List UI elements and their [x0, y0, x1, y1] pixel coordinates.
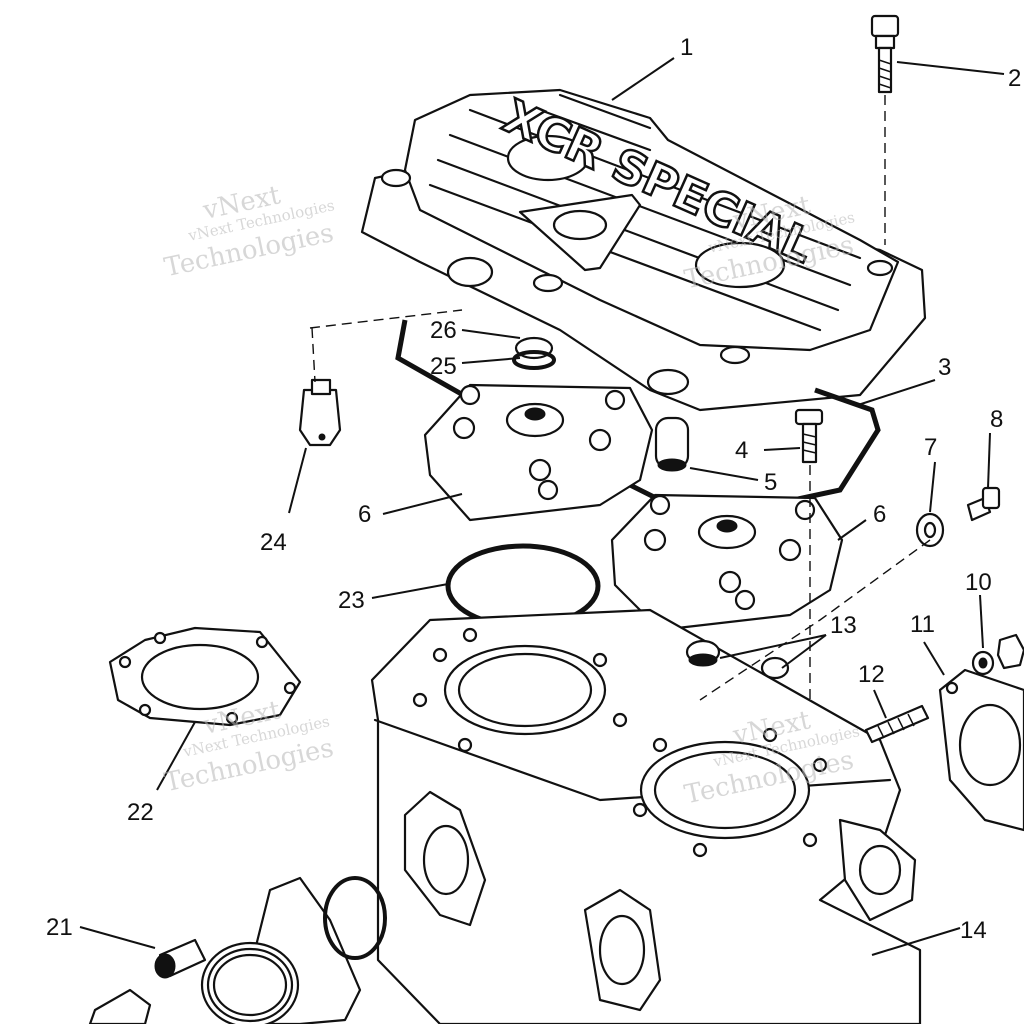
callout-26: 26	[430, 317, 457, 344]
callout-14: 14	[960, 917, 987, 944]
callout-13: 13	[830, 612, 857, 639]
callout-25: 25	[430, 353, 457, 380]
callout-labels: 1 2 3 4 5 6 6 7 8 10 11 12 13 14 21 22 2…	[46, 34, 1021, 944]
callout-5: 5	[764, 469, 777, 496]
callout-2: 2	[1008, 65, 1021, 92]
washer-part-10	[971, 650, 995, 676]
callout-24: 24	[260, 529, 287, 556]
bolt-part-2	[870, 14, 900, 245]
callout-7: 7	[924, 434, 937, 461]
watermark-bottom-left: vNext vNext Technologies Technologies	[162, 695, 337, 798]
callout-21: 21	[46, 914, 73, 941]
combustion-insert-right	[610, 493, 844, 632]
callout-4: 4	[735, 437, 748, 464]
bolt-part-8	[966, 486, 1001, 522]
exhaust-flange-11	[938, 668, 1024, 832]
combustion-insert-left	[423, 383, 654, 522]
callout-11: 11	[910, 611, 935, 638]
callout-3: 3	[938, 354, 951, 381]
callout-6-left: 6	[358, 501, 371, 528]
plug-part-5	[654, 416, 690, 472]
thermostat-parts	[512, 336, 556, 370]
bolt-part-21	[154, 938, 207, 979]
leader-lines	[79, 57, 1005, 956]
temperature-sensor	[298, 309, 463, 447]
intake-o-ring	[323, 876, 387, 960]
watermark-top-left: vNext vNext Technologies Technologies	[162, 180, 337, 283]
callout-12: 12	[858, 661, 885, 688]
cylinder-block	[370, 608, 922, 1024]
callout-8: 8	[990, 406, 1003, 433]
stud-part-12	[864, 704, 930, 744]
callout-10: 10	[965, 569, 992, 596]
callout-22: 22	[127, 799, 154, 826]
intake-adapter	[200, 876, 362, 1024]
callout-23: 23	[338, 587, 365, 614]
callout-6-right: 6	[873, 501, 886, 528]
callout-1: 1	[680, 34, 693, 61]
exhaust-gasket-22	[108, 626, 302, 727]
